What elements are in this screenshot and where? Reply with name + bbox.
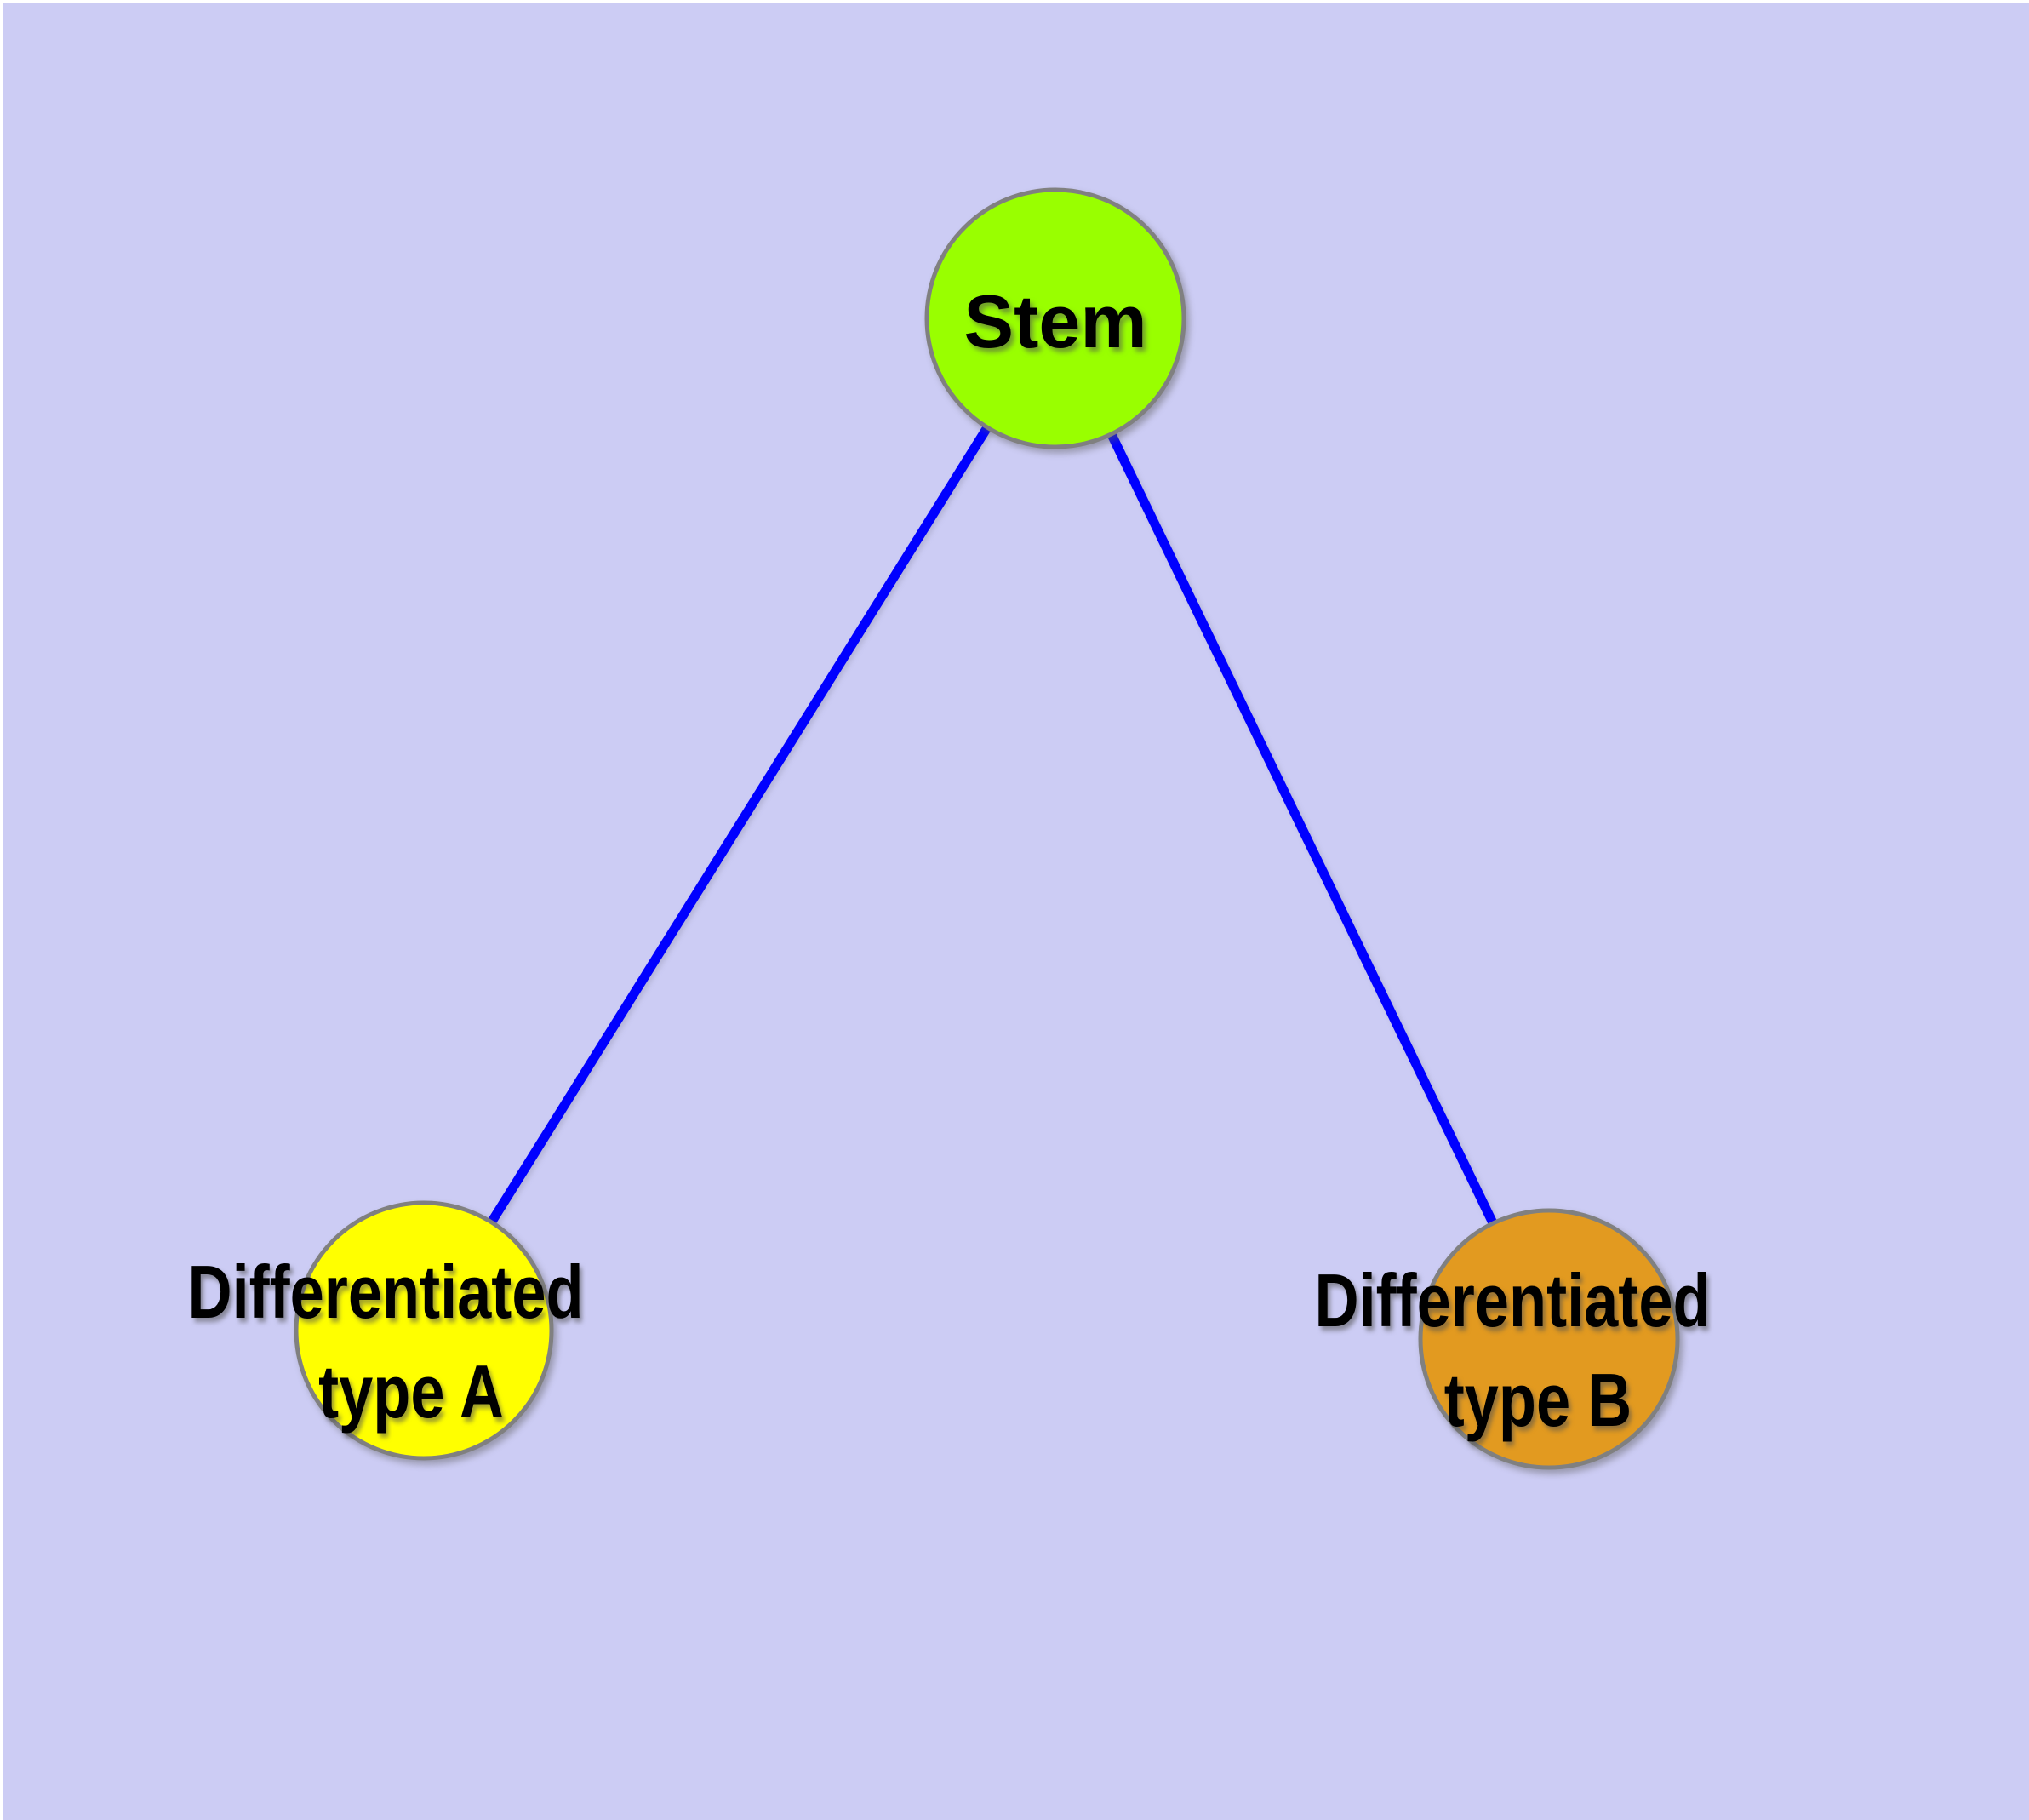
edge-stem-to-type-a [420,316,1060,1333]
node-stem-label: Stem [963,279,1146,363]
node-type-a-label-line1: Differentiated [187,1251,583,1334]
node-type-a-label-line2: type A [318,1350,504,1434]
node-type-b-label-line2: type B [1444,1359,1632,1442]
node-type-b-label-line1: Differentiated [1314,1259,1710,1342]
edge-stem-to-type-b [1051,316,1553,1342]
node-stem [924,187,1186,449]
node-differentiated-type-b [1418,1208,1680,1470]
node-differentiated-type-a [294,1200,554,1461]
